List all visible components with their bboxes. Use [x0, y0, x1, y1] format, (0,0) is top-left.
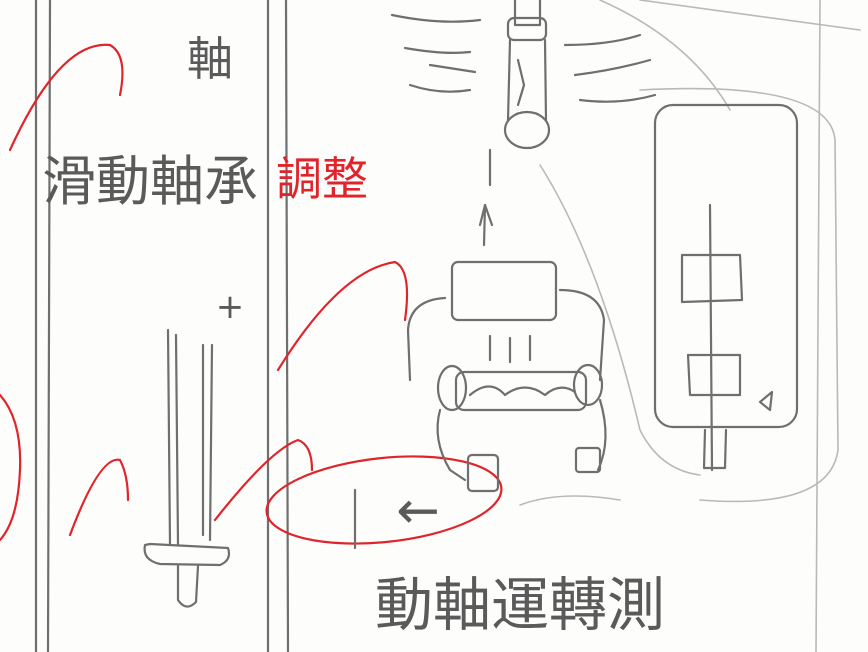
bottom-label-group: 動軸運轉測 — [375, 571, 665, 639]
roller-mechanism — [406, 164, 701, 506]
red-swooshes — [0, 43, 503, 545]
arrow-mark: ← — [396, 481, 440, 541]
label-top-glyph: 軸 — [187, 32, 233, 86]
panel-dividers — [34, 0, 821, 652]
arrow-inside-ellipse: ← — [353, 481, 440, 550]
top-tube-drawing — [390, 0, 861, 247]
right-housing-drawing — [639, 87, 839, 503]
bottom-label: 動軸運轉測 — [375, 571, 665, 639]
red-annotation: 調整 — [276, 152, 368, 206]
plus-mark: + — [216, 287, 245, 327]
shaft-drawing: + — [143, 287, 245, 608]
vertical-label: 滑動軸承 — [42, 150, 258, 213]
left-panel-label: 軸 滑動軸承 調整 — [42, 32, 368, 213]
